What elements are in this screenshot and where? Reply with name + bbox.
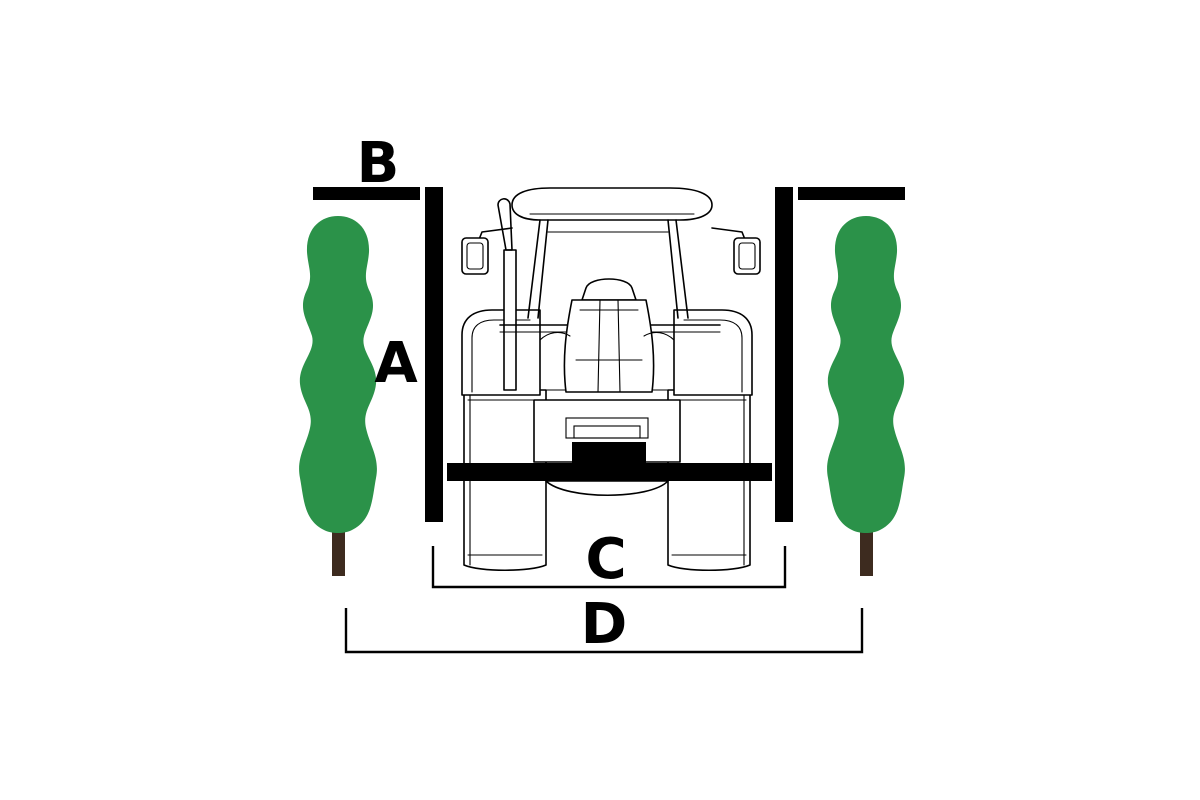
right-tree-foliage [827, 216, 905, 533]
exhaust-stack [503, 249, 517, 391]
right-top-bar [798, 187, 905, 200]
left-tree-trunk [332, 520, 345, 576]
right-tree-icon [827, 216, 905, 576]
right-vertical-bar [775, 187, 793, 522]
left-tree-icon [299, 216, 377, 576]
left-top-bar [313, 187, 420, 200]
label-c: C [585, 527, 626, 592]
tractor-icon [447, 187, 772, 572]
label-b: B [357, 131, 400, 196]
cab-roof [511, 187, 713, 221]
right-fender [673, 309, 753, 396]
rear-body [563, 299, 655, 393]
left-fender [461, 309, 541, 396]
right-mirror [733, 237, 761, 275]
seat-back [581, 278, 637, 301]
right-tree-trunk [860, 520, 873, 576]
label-d: D [581, 592, 627, 657]
left-mirror [461, 237, 489, 275]
label-a: A [374, 331, 418, 396]
left-vertical-bar [425, 187, 443, 522]
bracket-c [431, 546, 787, 589]
left-tree-foliage [299, 216, 377, 533]
drawbar [447, 463, 772, 481]
bracket-d [344, 608, 864, 654]
